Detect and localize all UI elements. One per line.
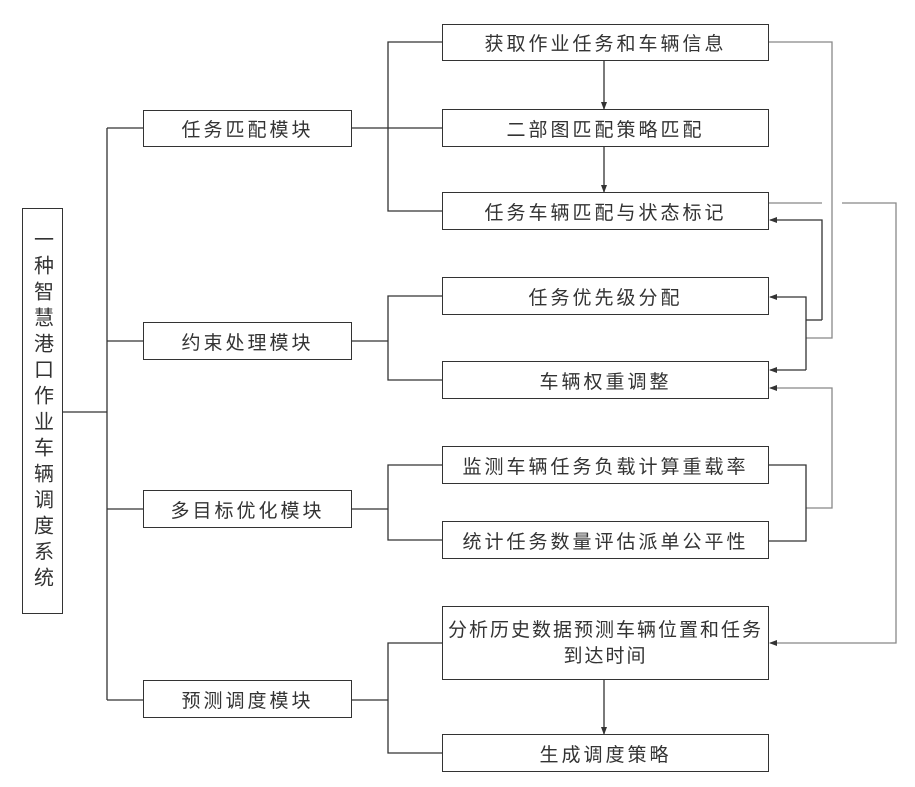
- step-label: 监测车辆任务负载计算重载率: [462, 455, 749, 478]
- module-multi-objective-optimization[interactable]: 多目标优化模块: [143, 490, 352, 528]
- step-label: 任务优先级分配: [528, 286, 683, 309]
- step-priority-assignment[interactable]: 任务优先级分配: [442, 277, 769, 315]
- step-label: 二部图匹配策略匹配: [506, 118, 705, 141]
- step-label: 统计任务数量评估派单公平性: [462, 530, 749, 553]
- module-3-bracket: [387, 464, 442, 541]
- step-label: 车辆权重调整: [539, 370, 672, 393]
- feedback-to-match: [769, 217, 823, 320]
- step-match-and-mark[interactable]: 任务车辆匹配与状态标记: [442, 192, 769, 230]
- step-label: 任务车辆匹配与状态标记: [484, 201, 727, 224]
- module-1-bracket: [387, 41, 442, 212]
- step-history-prediction[interactable]: 分析历史数据预测车辆位置和任务到达时间: [442, 606, 769, 680]
- feedback-to-priority: [769, 294, 807, 370]
- module-label: 多目标优化模块: [170, 499, 325, 522]
- module-label: 任务匹配模块: [181, 119, 314, 141]
- step-weight-adjustment[interactable]: 车辆权重调整: [442, 361, 769, 399]
- step-bipartite-matching[interactable]: 二部图匹配策略匹配: [442, 109, 769, 147]
- step-acquire-info[interactable]: 获取作业任务和车辆信息: [442, 24, 769, 61]
- module-label: 约束处理模块: [181, 331, 314, 354]
- step-fairness-evaluation[interactable]: 统计任务数量评估派单公平性: [442, 521, 769, 559]
- system-title-box: 一种智慧港口作业车辆调度系统: [22, 208, 63, 614]
- module-constraint-processing[interactable]: 约束处理模块: [143, 322, 352, 360]
- module-2-bracket: [387, 295, 442, 381]
- feedback-optimization-to-weight: [769, 385, 833, 509]
- step-label: 分析历史数据预测车辆位置和任务到达时间: [447, 619, 763, 667]
- step-label: 生成调度策略: [539, 743, 672, 766]
- feedback-acquire-loop: [768, 41, 833, 339]
- module-label: 预测调度模块: [181, 689, 314, 712]
- system-title: 一种智慧港口作业车辆调度系统: [30, 229, 55, 593]
- step-load-monitoring[interactable]: 监测车辆任务负载计算重载率: [442, 446, 769, 484]
- optimization-bracket-right: [768, 464, 807, 542]
- step-generate-strategy[interactable]: 生成调度策略: [442, 734, 769, 772]
- module-task-matching[interactable]: 任务匹配模块: [143, 110, 352, 147]
- module-predictive-scheduling[interactable]: 预测调度模块: [143, 680, 352, 718]
- step-label: 获取作业任务和车辆信息: [484, 33, 727, 55]
- feedback-to-prediction: [769, 202, 897, 646]
- module-4-bracket: [387, 642, 442, 754]
